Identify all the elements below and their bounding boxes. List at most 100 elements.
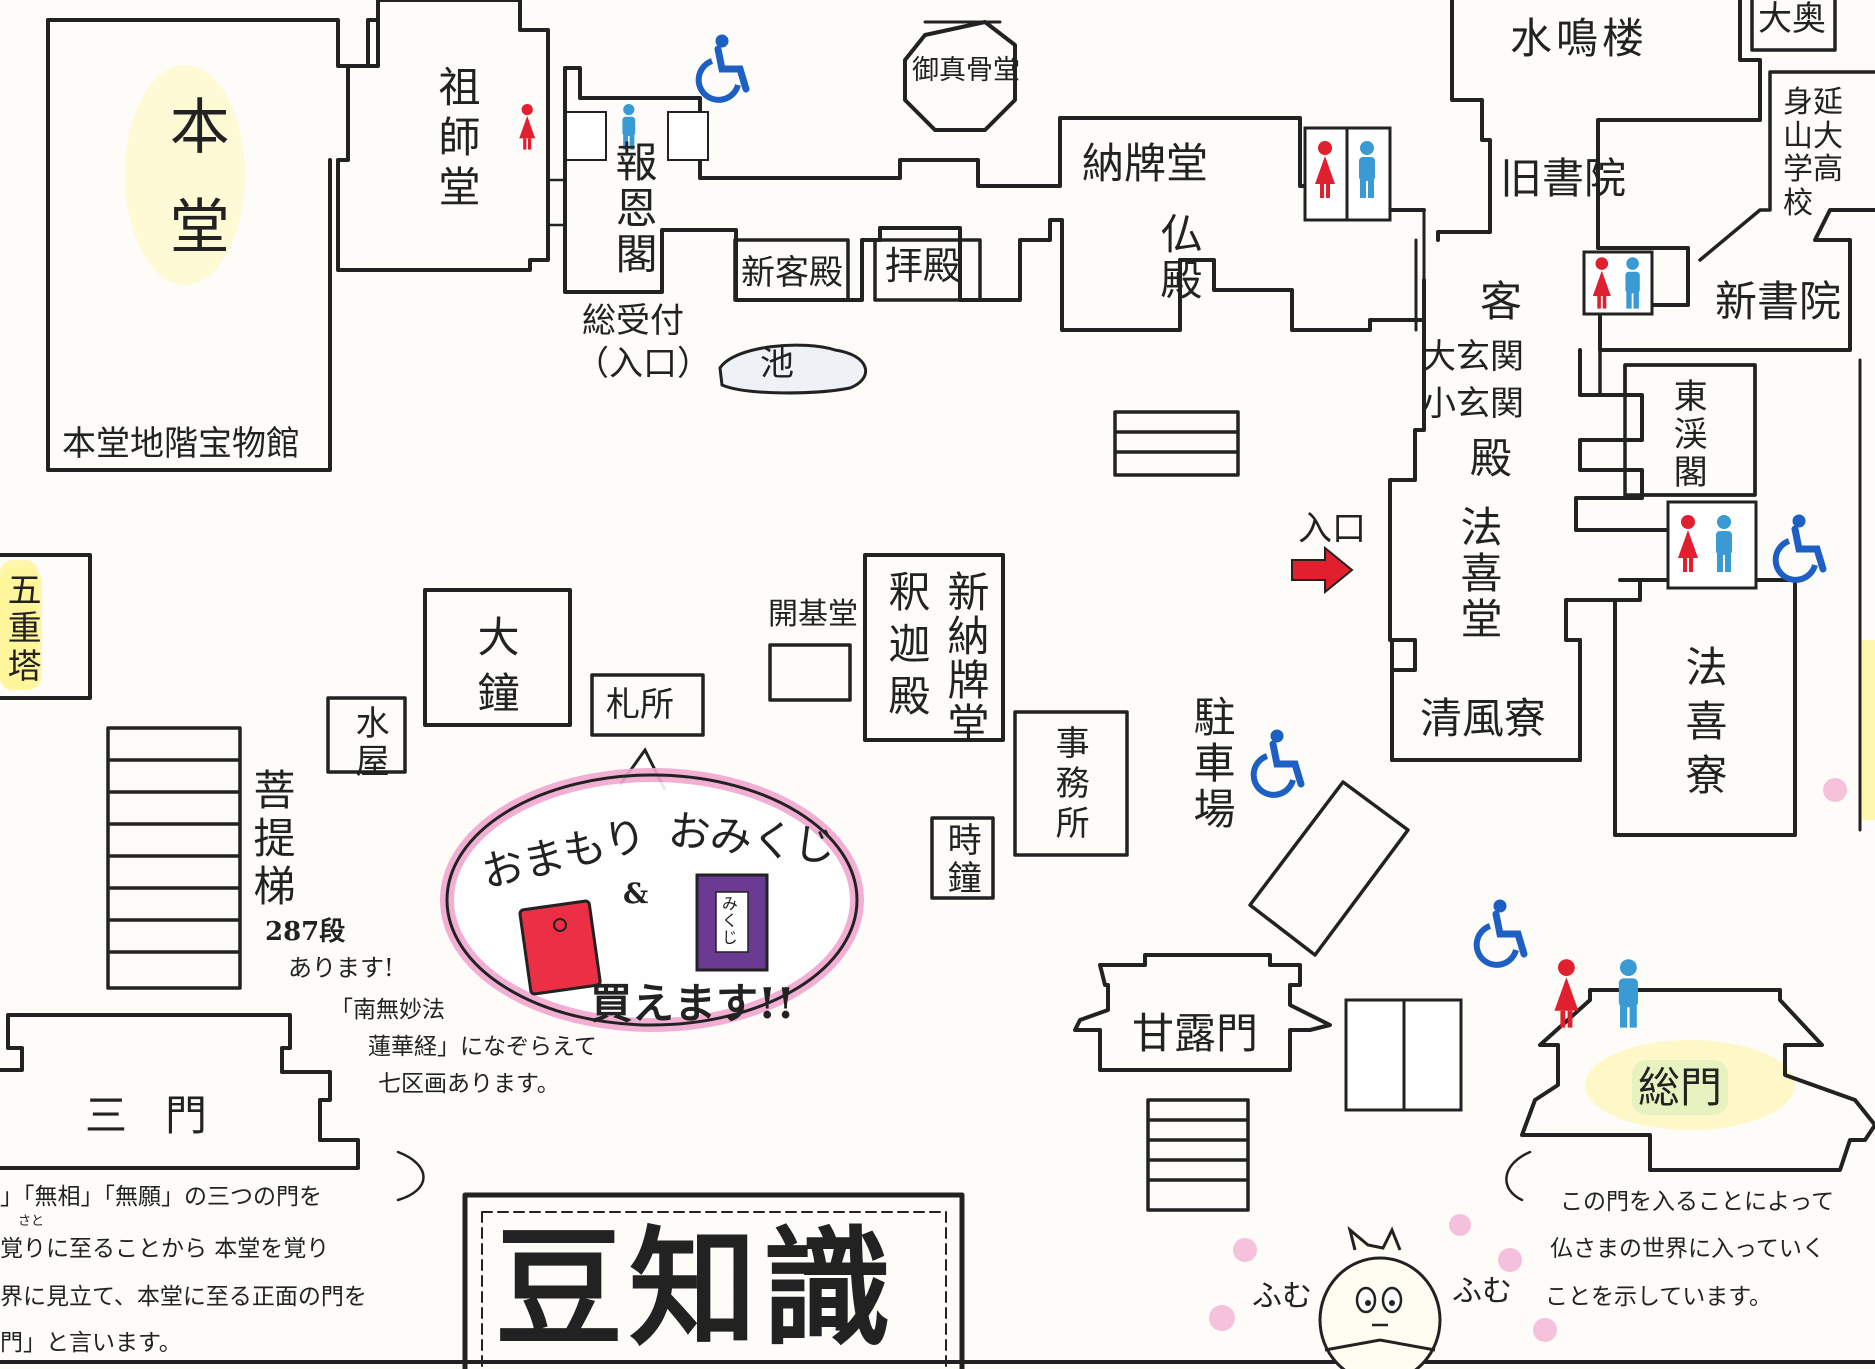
- pond-stairs: [1113, 410, 1240, 477]
- edge-highlight: [1862, 640, 1875, 820]
- fudasho-outline: [590, 673, 705, 737]
- sanmon-note-2: 覚りに至ることから 本堂を覚り: [0, 1236, 330, 1262]
- somon-note-1: この門を入ることによって: [1560, 1189, 1835, 1215]
- hondo-label: 本堂: [159, 95, 230, 295]
- reception-label: 総受付: [582, 301, 684, 341]
- jisho-label: 時鐘: [941, 822, 982, 898]
- gogozen-label: 御真骨堂: [912, 55, 1020, 86]
- kanromon-gate: [1073, 953, 1332, 1072]
- wheelchair-icon: [1477, 900, 1524, 965]
- parking-building: [1248, 780, 1410, 957]
- omamori-icon: [518, 899, 602, 996]
- somon-note-arrow: [1505, 1150, 1532, 1202]
- gogozen-outline: [903, 20, 1017, 132]
- sanmon-note-3: 界に見立て、本堂に至る正面の門を: [0, 1284, 367, 1310]
- furigana: さと: [18, 1214, 45, 1229]
- pond-label: 池: [760, 344, 794, 384]
- shinkyakuden-outline: [733, 238, 850, 302]
- parking-label: 駐車場: [1187, 695, 1237, 833]
- haiden-outline: [873, 238, 982, 302]
- bodaitei-label: 菩提梯: [247, 768, 297, 912]
- steps-section-note-3: 七区画あります。: [378, 1071, 560, 1097]
- wheelchair-icon: [699, 35, 746, 100]
- somon-label: 総門: [1632, 1060, 1729, 1116]
- somon-note-3: ことを示しています。: [1545, 1284, 1773, 1310]
- seifuryo-outline: [1390, 638, 1582, 762]
- tokeikaku-label: 東渓閣: [1667, 378, 1708, 492]
- somon-note-2: 仏さまの世界に入っていく: [1550, 1236, 1825, 1262]
- omikuji-box-label: みくじ: [718, 895, 738, 946]
- hondo-highlight: [125, 65, 245, 285]
- minobu-school-label: 身延山大学高校: [1783, 85, 1843, 221]
- sanmon-gate: [0, 1013, 360, 1170]
- mascot-sound-right: ふむ: [1452, 1274, 1512, 1309]
- mizuya-label: 水屋: [349, 705, 390, 781]
- haiden-label: 拝殿: [885, 244, 962, 288]
- sanmon-note-arrow: [396, 1150, 425, 1202]
- daioku-outline: [1750, 0, 1837, 52]
- somon-gate: [1520, 988, 1875, 1172]
- steps-section-note-2: 蓮華経」になぞらえて: [368, 1034, 597, 1060]
- kyushoin-label: 旧書院: [1500, 154, 1627, 203]
- hokiryo-label: 法喜寮: [1679, 645, 1729, 807]
- minobu-school-outline: [1698, 70, 1875, 262]
- seifuryo-label: 清風寮: [1420, 694, 1547, 743]
- entrance-label: 入口: [1298, 509, 1366, 549]
- mamechishiki-frame: [462, 1192, 965, 1369]
- mizuya-outline: [326, 696, 407, 774]
- shakaden-label: 釈迦殿: [882, 570, 932, 726]
- omikuji-icon: [695, 873, 769, 972]
- houonkaku-label: 報恩閣: [609, 140, 659, 278]
- jisho-outline: [930, 816, 995, 900]
- kanromon-stairs: [1146, 1098, 1250, 1212]
- noubaido-label: 納牌堂: [1082, 139, 1209, 188]
- okane-outline: [423, 588, 572, 727]
- gojuto-outline: [0, 553, 92, 700]
- bodaitei-stairs: [106, 726, 242, 990]
- butsuden-label: 仏殿: [1154, 212, 1204, 304]
- soshido-outline: [336, 0, 550, 272]
- daioku-label: 大奥: [1758, 0, 1826, 39]
- kaikido-outline: [768, 643, 852, 702]
- shogenkan-label: 小玄関: [1422, 384, 1524, 424]
- restroom-icon: [519, 104, 709, 161]
- kaikido-label: 開基堂: [768, 597, 858, 632]
- jimusho-outline: [1013, 710, 1129, 857]
- steps-note-label: あります!: [288, 954, 394, 982]
- suimeiro-outline: [1436, 0, 1492, 242]
- wheelchair-icon: [1254, 730, 1301, 795]
- hondo-treasure-label: 本堂地階宝物館: [62, 424, 300, 464]
- right-building-outer: [1596, 0, 1875, 352]
- soshido-stair: [546, 178, 567, 227]
- shakaden-outline: [863, 553, 1005, 742]
- jimusho-label: 事務所: [1049, 725, 1090, 845]
- wheelchair-icon: [1776, 515, 1823, 580]
- sanmon-note-1: 」「無相」「無願」の三つの門を: [0, 1184, 322, 1210]
- and-label: &: [623, 877, 649, 910]
- shinkyakuden-label: 新客殿: [741, 253, 843, 293]
- daigenkan-label: 大玄関: [1422, 337, 1524, 377]
- corridor-wall: [1414, 208, 1426, 332]
- mascot-sound-left: ふむ: [1252, 1279, 1312, 1314]
- houonkaku-outline: [563, 66, 1426, 332]
- restroom-icon: [1582, 250, 1654, 316]
- restroom-icon: [1303, 126, 1392, 222]
- okane-label: 大鐘: [471, 615, 521, 727]
- steps-section-note-1: 「南無妙法: [330, 997, 445, 1023]
- entrance-arrow-icon: [1291, 545, 1354, 595]
- gojuto-label: 五重塔: [0, 568, 43, 690]
- reception-sub-label: （入口）: [575, 344, 711, 384]
- pond-icon: [718, 343, 868, 395]
- hondo-left-wall: [46, 18, 332, 472]
- sanmon-label: 三門: [85, 1091, 246, 1140]
- hokido-label: 法喜堂: [1454, 505, 1504, 643]
- sanmon-note-4: 門」と言います。: [0, 1330, 182, 1356]
- hondo-outline: [46, 18, 380, 68]
- mamechishiki-title: 豆知識: [495, 1214, 898, 1364]
- tokeikaku-outline: [1623, 363, 1757, 497]
- rabbit-mascot-icon: [1209, 778, 1847, 1369]
- kyakuden-label: 客: [1480, 277, 1523, 326]
- restroom-icon: [1344, 959, 1639, 1112]
